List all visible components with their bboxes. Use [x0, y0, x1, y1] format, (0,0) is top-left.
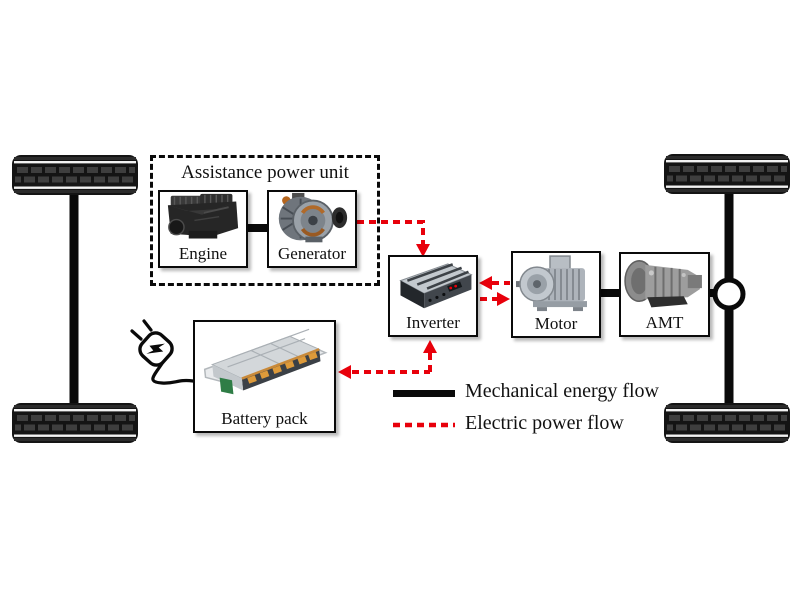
amt-image	[624, 260, 702, 308]
inverter-box: Inverter	[388, 255, 478, 337]
engine-label: Engine	[178, 244, 228, 264]
arrow-into-inverter-top	[416, 244, 430, 257]
arrow-into-battery	[338, 365, 351, 379]
generator-box: Generator	[267, 190, 357, 268]
legend-electric-label: Electric power flow	[465, 412, 624, 434]
arrow-into-motor	[497, 292, 510, 306]
engine-box: Engine	[158, 190, 248, 268]
apu-title: Assistance power unit	[181, 162, 349, 183]
battery-pack-label: Battery pack	[221, 409, 308, 429]
battery-pack-image	[203, 328, 328, 395]
charging-plug-icon	[130, 319, 195, 385]
assistance-power-unit-group: Assistance power unit	[150, 155, 380, 286]
battery-pack-box: Battery pack	[193, 320, 336, 433]
rear-right-wheel	[664, 403, 790, 443]
generator-label: Generator	[278, 244, 346, 264]
legend-mechanical-label: Mechanical energy flow	[465, 380, 659, 402]
differential-circle	[712, 277, 746, 311]
amt-label: AMT	[645, 313, 684, 333]
front-right-wheel	[664, 154, 790, 194]
electric-flow-arrowheads	[338, 244, 510, 379]
generator-to-inverter-line	[357, 220, 425, 244]
arrow-into-inverter-right	[479, 276, 492, 290]
engine-image	[167, 193, 239, 239]
inverter-image	[399, 263, 473, 309]
rear-left-wheel	[12, 403, 138, 443]
legend-mechanical-swatch	[393, 390, 455, 397]
motor-image	[516, 255, 587, 312]
inverter-label: Inverter	[406, 313, 460, 333]
motor-label: Motor	[534, 314, 578, 334]
amt-box: AMT	[619, 252, 710, 337]
motor-box: Motor	[511, 251, 601, 338]
lightning-bolt-icon	[146, 343, 165, 354]
electric-flow-lines	[352, 220, 510, 374]
generator-image	[278, 192, 348, 243]
arrow-into-inverter-bottom	[423, 340, 437, 353]
front-left-wheel	[12, 155, 138, 195]
plug-cord	[151, 360, 195, 385]
